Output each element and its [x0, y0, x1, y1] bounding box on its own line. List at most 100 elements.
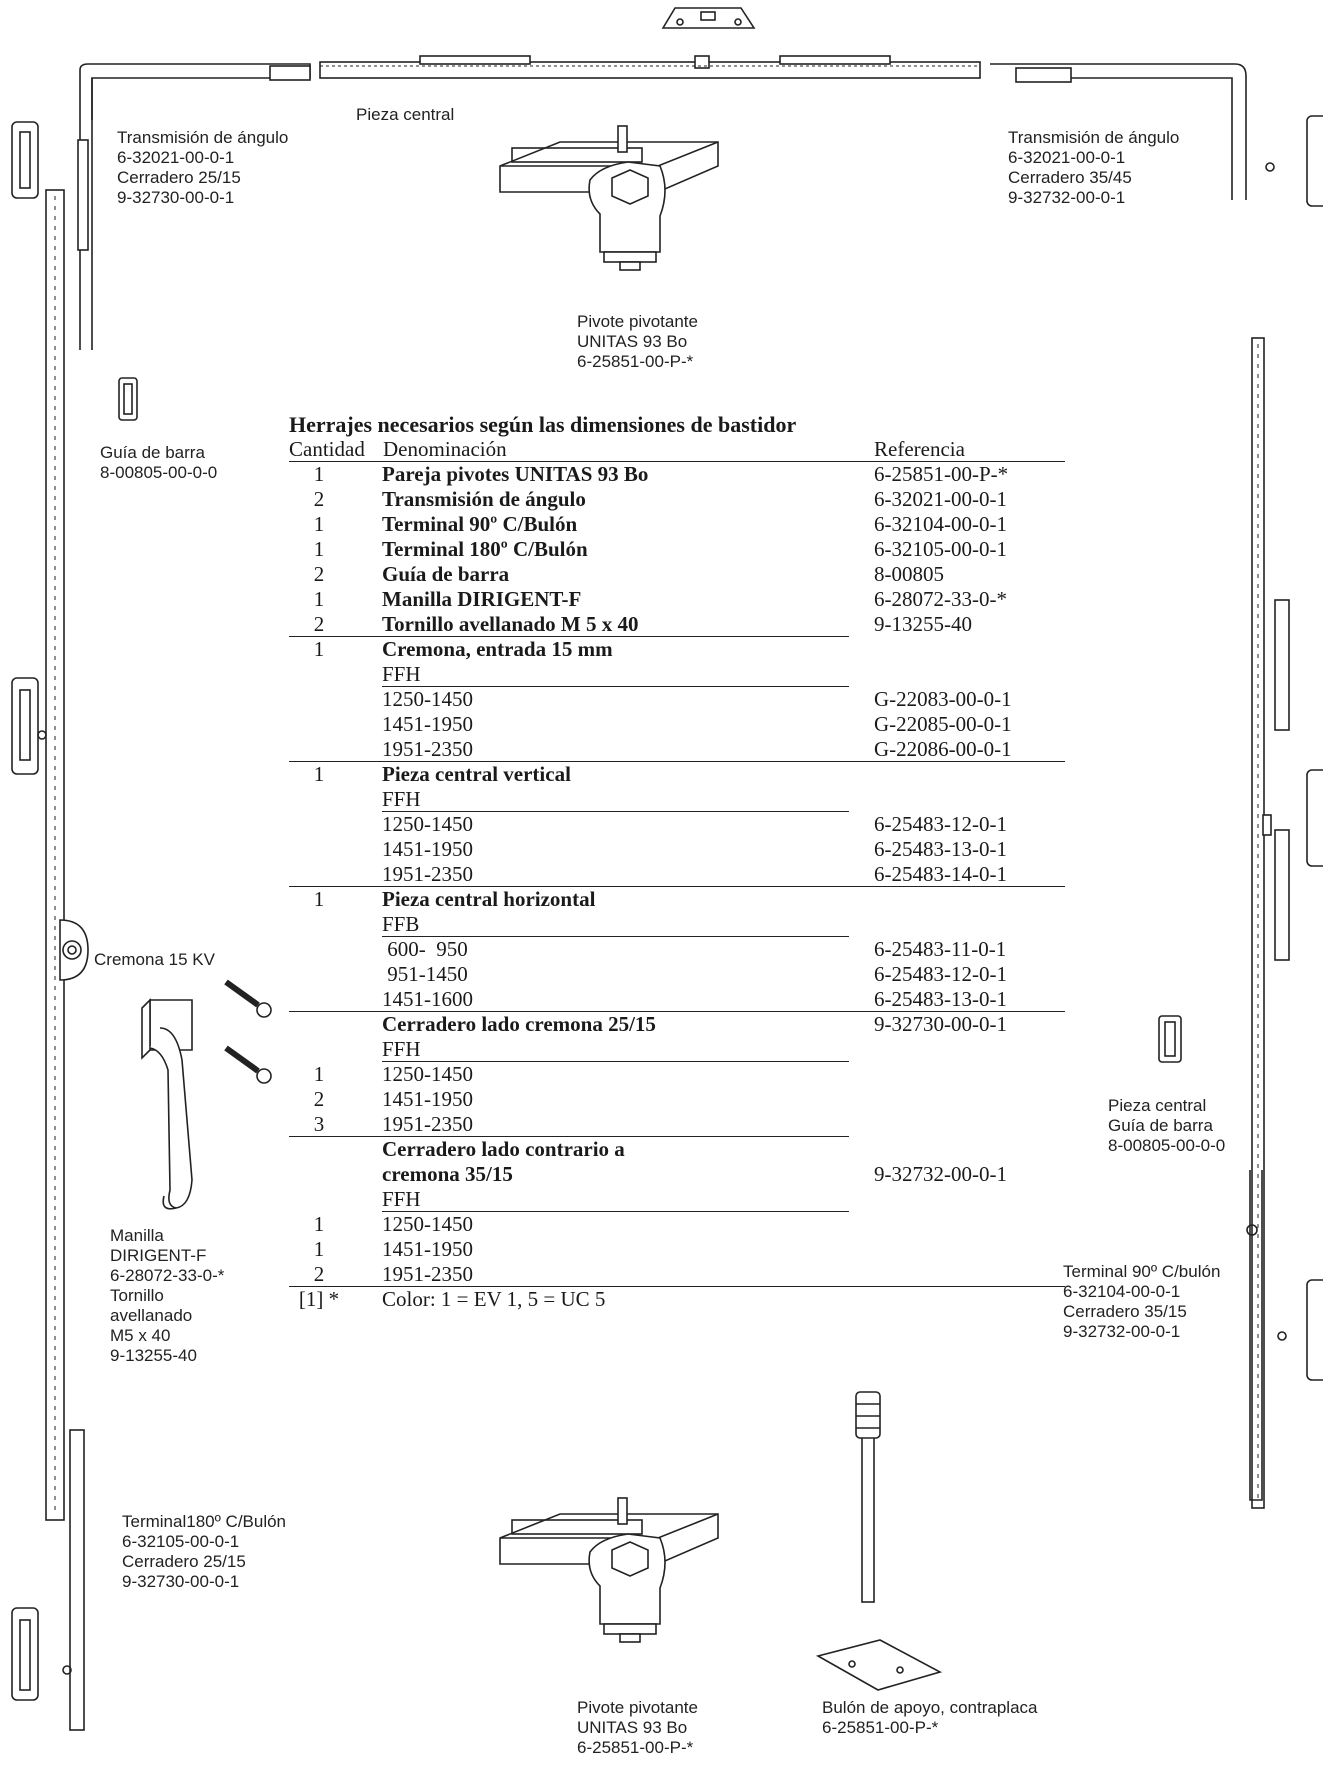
cell-description: Guía de barra — [382, 562, 510, 586]
cell-quantity: 1 — [313, 462, 325, 486]
cell-quantity: 2 — [313, 1087, 325, 1111]
table-rule — [382, 686, 849, 687]
table-rule — [382, 811, 849, 812]
top-rail — [79, 55, 1247, 200]
cell-quantity: 1 — [313, 587, 325, 611]
label-line: 6-32104-00-0-1 — [1063, 1282, 1181, 1301]
label-line: Cerradero 25/15 — [122, 1552, 246, 1571]
cell-description: Cerradero lado contrario a — [382, 1137, 625, 1161]
table-row: 1 Cremona, entrada 15 mm — [289, 637, 1065, 662]
label-top-center: Pieza central — [356, 105, 454, 125]
cell-reference: 6-28072-33-0-* — [874, 587, 1007, 611]
label-pivot-bottom: Pivote pivotante UNITAS 93 Bo 6-25851-00… — [577, 1698, 698, 1758]
label-terminal-180: Terminal180º C/Bulón 6-32105-00-0-1 Cerr… — [122, 1512, 286, 1592]
label-line: 9-13255-40 — [110, 1346, 197, 1365]
label-line: Guía de barra — [100, 443, 205, 462]
cell-quantity: 2 — [313, 1262, 325, 1286]
label-line: Terminal180º C/Bulón — [122, 1512, 287, 1531]
label-line: 9-32730-00-0-1 — [122, 1572, 240, 1591]
cell-quantity: 2 — [313, 562, 325, 586]
cell-description: 1451-1950 — [382, 1237, 473, 1261]
table-rule — [289, 1011, 1065, 1012]
table-row: FFH — [289, 662, 1065, 687]
cell-description: Transmisión de ángulo — [382, 487, 586, 511]
plate-icon — [815, 1639, 943, 1691]
cell-reference: 6-25483-13-0-1 — [874, 987, 1007, 1011]
bolt-icon — [855, 1391, 881, 1603]
cell-description: FFH — [382, 1037, 421, 1061]
cell-description: 600- 950 — [382, 937, 468, 961]
pivot-top-icon — [499, 125, 719, 271]
right-rail — [1246, 115, 1323, 1509]
table-rule — [382, 936, 849, 937]
cell-description: cremona 35/15 — [382, 1162, 513, 1186]
cell-description: 1250-1450 — [382, 1212, 473, 1236]
cell-description: FFH — [382, 787, 421, 811]
table-rule — [289, 1286, 1065, 1287]
label-line: 6-32105-00-0-1 — [122, 1532, 240, 1551]
cell-description: Cerradero lado cremona 25/15 — [382, 1012, 656, 1036]
label-line: Transmisión de ángulo — [117, 128, 289, 147]
cell-description: 1451-1600 — [382, 987, 473, 1011]
label-handle: Manilla DIRIGENT-F 6-28072-33-0-* Tornil… — [110, 1226, 224, 1366]
label-bolt: Bulón de apoyo, contraplaca 6-25851-00-P… — [822, 1698, 1038, 1738]
table-row: 1 1451-1950 — [289, 1237, 1065, 1262]
label-terminal-90: Terminal 90º C/bulón 6-32104-00-0-1 Cerr… — [1063, 1262, 1220, 1342]
label-line: Transmisión de ángulo — [1008, 128, 1180, 147]
top-keeper-icon — [661, 7, 756, 29]
label-line: Tornillo — [110, 1286, 164, 1305]
table-row: FFH — [289, 787, 1065, 812]
cell-description: Color: 1 = EV 1, 5 = UC 5 — [382, 1287, 606, 1311]
cell-description: 1250-1450 — [382, 812, 473, 836]
label-line: UNITAS 93 Bo — [577, 1718, 688, 1737]
cell-reference: 6-25483-12-0-1 — [874, 962, 1007, 986]
label-guide-left: Guía de barra 8-00805-00-0-0 — [100, 443, 217, 483]
cell-reference: 6-32104-00-0-1 — [874, 512, 1007, 536]
table-row: 1451-1600 6-25483-13-0-1 — [289, 987, 1065, 1012]
table-header: Cantidad Denominación Referencia — [289, 437, 1065, 462]
cremona-icon — [59, 919, 89, 981]
cell-quantity: 1 — [313, 1237, 325, 1261]
cell-quantity: 1 — [313, 762, 325, 786]
label-line: 6-25851-00-P-* — [577, 1738, 694, 1757]
label-line: Cremona 15 KV — [94, 950, 215, 969]
pivot-bottom-icon — [499, 1497, 719, 1643]
cell-reference: 6-32105-00-0-1 — [874, 537, 1007, 561]
label-line: Pivote pivotante — [577, 312, 698, 331]
label-line: avellanado — [110, 1306, 193, 1325]
table-rule — [289, 461, 1065, 462]
cell-reference: 6-25851-00-P-* — [874, 462, 1009, 486]
cell-reference: 9-32730-00-0-1 — [874, 1012, 1007, 1036]
label-line: 6-32021-00-0-1 — [1008, 148, 1126, 167]
cell-description: 1951-2350 — [382, 737, 473, 761]
label-line: 9-32730-00-0-1 — [117, 188, 235, 207]
cell-description: Pieza central horizontal — [382, 887, 596, 911]
cell-description: Cremona, entrada 15 mm — [382, 637, 613, 661]
table-row: [1] * Color: 1 = EV 1, 5 = UC 5 — [289, 1287, 1065, 1312]
label-line: Pivote pivotante — [577, 1698, 698, 1717]
cell-reference: 6-32021-00-0-1 — [874, 487, 1007, 511]
table-rule — [289, 761, 1065, 762]
label-line: 6-28072-33-0-* — [110, 1266, 225, 1285]
label-line: 9-32732-00-0-1 — [1008, 188, 1126, 207]
cell-quantity: 1 — [313, 1062, 325, 1086]
label-cremona: Cremona 15 KV — [94, 950, 215, 970]
cell-quantity: [1] * — [298, 1287, 340, 1311]
cell-quantity: 1 — [313, 637, 325, 661]
cell-description: Pareja pivotes UNITAS 93 Bo — [382, 462, 649, 486]
bar-guide-right-icon — [1158, 1015, 1182, 1063]
label-top-right: Transmisión de ángulo 6-32021-00-0-1 Cer… — [1008, 128, 1179, 208]
